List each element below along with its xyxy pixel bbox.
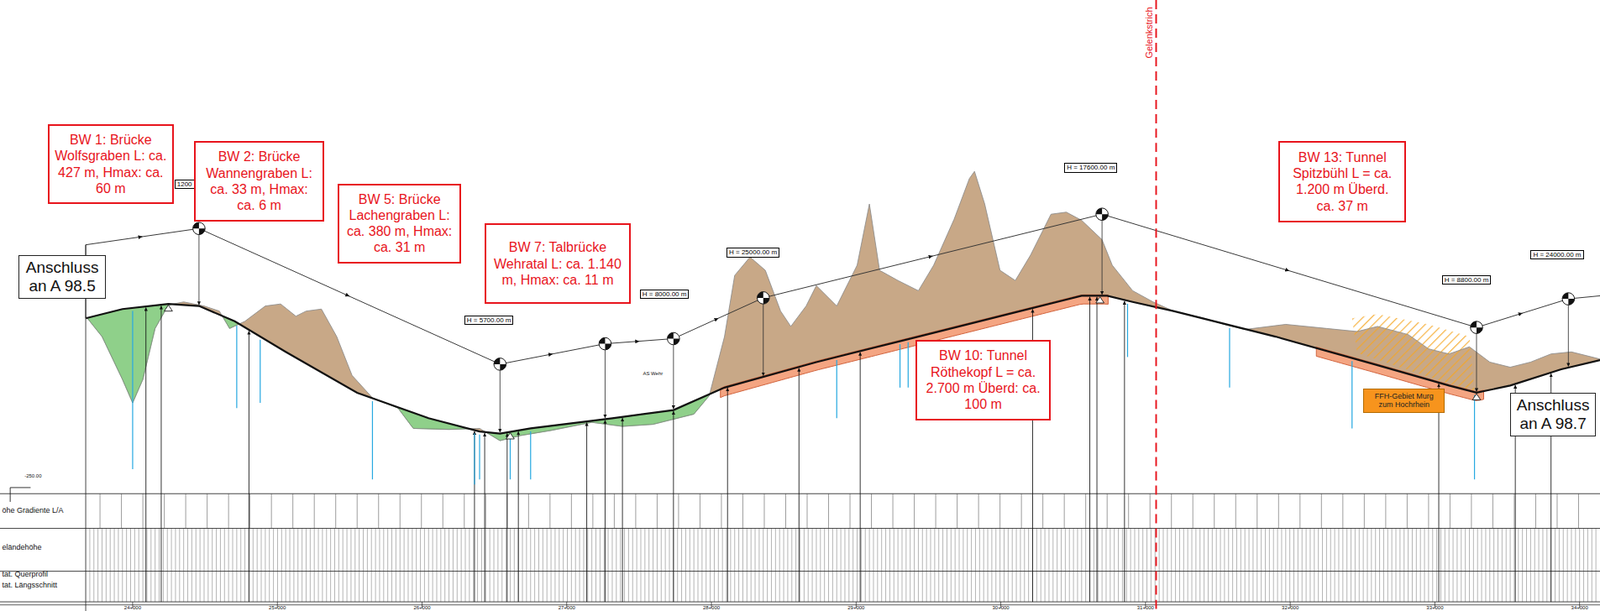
- structure-callout: BW 1: Brücke Wolfsgraben L: ca. 427 m, H…: [47, 124, 174, 205]
- station-label: 25+000: [268, 605, 286, 611]
- row-heading: tat. Längsschnitt: [1, 581, 58, 590]
- curve-radius-box: H = 8800.00 m: [1442, 275, 1492, 285]
- station-label: 31+000: [1137, 605, 1155, 611]
- node-text: BW 7: Talbrücke Wehratal L: ca. 1.140 m,…: [491, 239, 625, 289]
- node-text: H = 25000.00 m: [729, 248, 777, 257]
- embankment-fill: [85, 0, 1600, 441]
- node-text: H = 8000.00 m: [642, 290, 688, 299]
- connection-box: Anschluss an A 98.5: [18, 255, 106, 300]
- support-symbol: [164, 304, 174, 311]
- node-text: H = 24000.00 m: [1532, 251, 1581, 259]
- row-heading: öhe Gradiente L/A: [1, 506, 63, 515]
- station-label: 33+000: [1426, 605, 1443, 611]
- station-arrows: [146, 297, 1552, 603]
- node-text: BW 2: Brücke Wannengraben L: ca. 33 m, H…: [200, 148, 319, 214]
- station-label: 30+000: [991, 605, 1009, 611]
- station-label: 28+000: [702, 605, 720, 611]
- station-label: 24+000: [124, 605, 142, 611]
- junction-label: AS Wehr: [642, 371, 663, 377]
- profile-table: [0, 245, 1600, 611]
- station-label: 26+000: [413, 605, 431, 611]
- joint-line: [1155, 0, 1158, 611]
- row-heading: tat. Querprofil: [1, 570, 48, 579]
- node-text: FFH-Gebiet Murg zum Hochrhein: [1366, 393, 1442, 410]
- joint-label: Gelenkstrich: [1143, 5, 1155, 60]
- station-label: 29+000: [847, 605, 865, 611]
- structure-callout: BW 13: Tunnel Spitzbühl L = ca. 1.200 m …: [1278, 141, 1406, 223]
- structure-callout: BW 10: Tunnel Röthekopf L = ca. 2.700 m …: [915, 340, 1052, 421]
- curve-radius-box: 1200: [174, 179, 195, 189]
- structure-callout: BW 2: Brücke Wannengraben L: ca. 33 m, H…: [194, 141, 326, 222]
- node-text: H = 17600.00 m: [1066, 163, 1115, 172]
- curve-radius-box: H = 24000.00 m: [1530, 250, 1584, 260]
- support-symbol: [1472, 393, 1481, 400]
- watercourse-lines: [132, 304, 1475, 485]
- structure-callout: BW 7: Talbrücke Wehratal L: ca. 1.140 m,…: [484, 223, 631, 305]
- station-label: 32+000: [1281, 605, 1299, 611]
- station-label: 34+000: [1571, 605, 1589, 611]
- axis-value: -250.00: [24, 473, 42, 479]
- curve-radius-box: H = 5700.00 m: [464, 315, 515, 326]
- curve-radius-box: H = 8000.00 m: [640, 289, 690, 300]
- gradient-line: [85, 295, 1600, 434]
- structure-callout: BW 5: Brücke Lachengraben L: ca. 380 m, …: [337, 183, 462, 264]
- station-label: 27+000: [558, 605, 576, 611]
- curve-radius-box: H = 25000.00 m: [726, 247, 780, 258]
- node-text: Anschluss an A 98.5: [22, 258, 102, 296]
- support-symbol: [506, 433, 515, 440]
- node-text: Anschluss an A 98.7: [1514, 396, 1592, 434]
- axis-mark: [10, 487, 31, 503]
- support-symbol: [1096, 297, 1105, 304]
- node-text: H = 5700.00 m: [466, 316, 512, 325]
- node-text: 1200: [177, 180, 193, 189]
- node-text: BW 13: Tunnel Spitzbühl L = ca. 1.200 m …: [1285, 149, 1400, 215]
- protected-area-box: FFH-Gebiet Murg zum Hochrhein: [1363, 388, 1445, 414]
- connection-box: Anschluss an A 98.7: [1510, 393, 1596, 437]
- node-text: BW 10: Tunnel Röthekopf L = ca. 2.700 m …: [922, 347, 1045, 413]
- curve-radius-box: H = 17600.00 m: [1064, 162, 1118, 173]
- row-heading: eländehöhe: [1, 543, 42, 552]
- node-text: BW 5: Brücke Lachengraben L: ca. 380 m, …: [344, 191, 455, 257]
- node-text: H = 8800.00 m: [1444, 276, 1490, 284]
- tangent-polygon: [85, 208, 1600, 433]
- node-text: BW 1: Brücke Wolfsgraben L: ca. 427 m, H…: [54, 131, 167, 197]
